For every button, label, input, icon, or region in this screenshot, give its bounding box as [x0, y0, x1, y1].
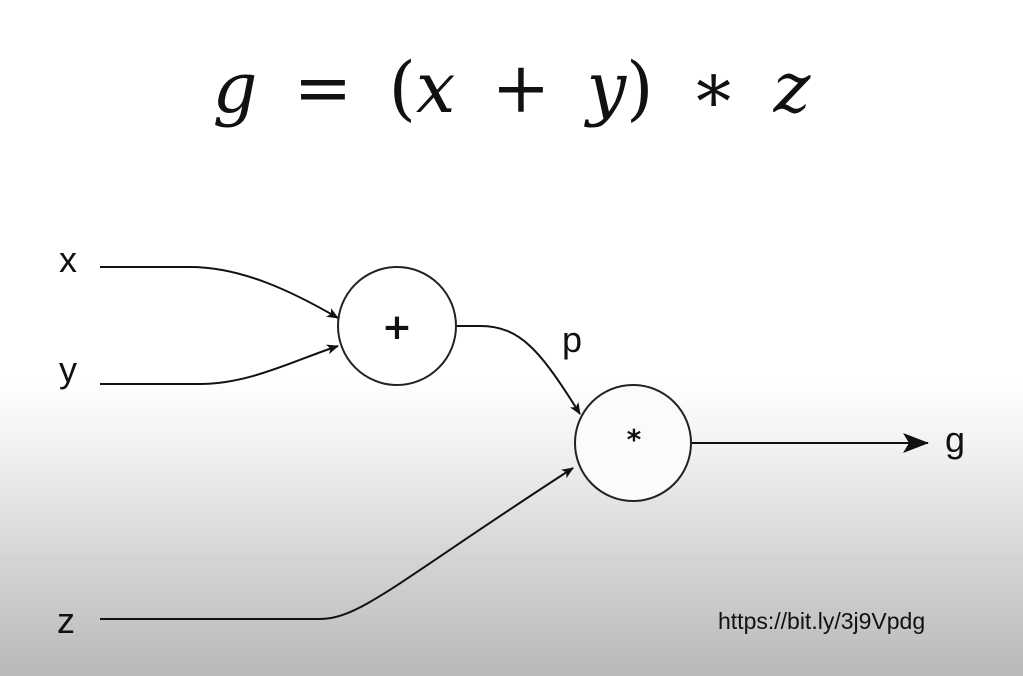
- add-node-label: +: [382, 307, 412, 348]
- formula-y: y: [586, 47, 627, 129]
- multiply-node-label: *: [627, 423, 642, 456]
- input-label-y: y: [59, 349, 77, 390]
- input-label-x: x: [59, 239, 77, 280]
- edge-z-to-multiply: [100, 467, 574, 620]
- source-url: https://bit.ly/3j9Vpdg: [718, 608, 926, 634]
- formula-equals: =: [293, 47, 353, 129]
- formula-times: ∗: [689, 47, 738, 129]
- intermediate-label-p: p: [562, 319, 582, 360]
- multiply-node: [574, 384, 692, 502]
- formula-lparen: (: [388, 47, 416, 129]
- formula-z: z: [773, 47, 811, 129]
- output-label-g: g: [945, 419, 965, 460]
- edge-add-to-multiply: [456, 325, 581, 415]
- edge-y-to-add: [100, 344, 339, 385]
- formula-heading: g = (x + y) ∗ z: [0, 38, 1023, 138]
- formula-lhs: g: [212, 47, 258, 129]
- edge-x-to-add: [100, 266, 339, 319]
- add-node: [337, 266, 457, 386]
- input-label-z: z: [57, 600, 75, 641]
- formula-rparen: ): [626, 47, 654, 129]
- formula-x: x: [415, 47, 456, 129]
- formula-plus: +: [491, 47, 551, 129]
